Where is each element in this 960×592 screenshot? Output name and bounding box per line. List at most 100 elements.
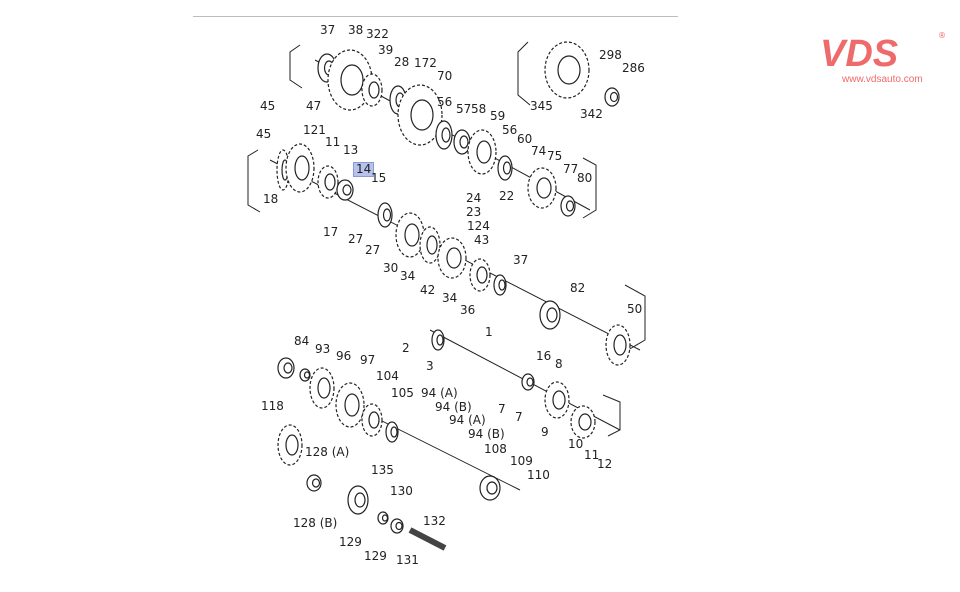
part-label-109[interactable]: 109 xyxy=(510,454,533,468)
part-label-43[interactable]: 43 xyxy=(474,233,490,247)
part-label-38[interactable]: 38 xyxy=(348,23,364,37)
gear-bore xyxy=(344,393,360,417)
part-label-34[interactable]: 34 xyxy=(442,291,458,305)
part-label-342[interactable]: 342 xyxy=(580,107,603,121)
part-label-56[interactable]: 56 xyxy=(502,123,518,137)
part-label-9[interactable]: 9 xyxy=(541,425,549,439)
part-label-3[interactable]: 3 xyxy=(426,359,434,373)
gear-bore xyxy=(546,307,558,323)
part-label-94-A[interactable]: 94 (A) xyxy=(421,386,458,400)
part-label-23[interactable]: 23 xyxy=(466,205,482,219)
part-label-94-B[interactable]: 94 (B) xyxy=(468,427,505,441)
part-label-37[interactable]: 37 xyxy=(513,253,529,267)
logo-url[interactable]: www.vdsauto.com xyxy=(842,74,923,85)
part-label-18[interactable]: 18 xyxy=(263,192,279,206)
part-label-45[interactable]: 45 xyxy=(260,99,276,113)
part-label-131[interactable]: 131 xyxy=(396,553,419,567)
part-label-77[interactable]: 77 xyxy=(563,162,579,176)
part-label-128-A[interactable]: 128 (A) xyxy=(305,445,350,459)
part-label-82[interactable]: 82 xyxy=(570,281,586,295)
part-label-132[interactable]: 132 xyxy=(423,514,446,528)
part-label-11[interactable]: 11 xyxy=(584,448,600,462)
part-label-56[interactable]: 56 xyxy=(437,95,453,109)
part-label-27[interactable]: 27 xyxy=(365,243,381,257)
part-label-36[interactable]: 36 xyxy=(460,303,476,317)
part-label-1[interactable]: 1 xyxy=(485,325,493,339)
part-label-108[interactable]: 108 xyxy=(484,442,507,456)
part-label-104[interactable]: 104 xyxy=(376,369,399,383)
part-label-286[interactable]: 286 xyxy=(622,61,645,75)
part-label-84[interactable]: 84 xyxy=(294,334,310,348)
part-label-7[interactable]: 7 xyxy=(498,402,506,416)
gear-bore xyxy=(476,266,488,284)
part-label-121[interactable]: 121 xyxy=(303,123,326,137)
part-label-8[interactable]: 8 xyxy=(555,357,563,371)
part-label-27[interactable]: 27 xyxy=(348,232,364,246)
part-label-298[interactable]: 298 xyxy=(599,48,622,62)
part-label-70[interactable]: 70 xyxy=(437,69,453,83)
gear-bore xyxy=(578,413,592,431)
gear-bore xyxy=(381,514,389,522)
part-label-12[interactable]: 12 xyxy=(597,457,613,471)
gear-bore xyxy=(552,390,566,410)
part-label-135[interactable]: 135 xyxy=(371,463,394,477)
part-label-47[interactable]: 47 xyxy=(306,99,322,113)
part-label-11[interactable]: 11 xyxy=(325,135,341,149)
part-label-118[interactable]: 118 xyxy=(261,399,284,413)
part-label-7[interactable]: 7 xyxy=(515,410,523,424)
part-label-39[interactable]: 39 xyxy=(378,43,394,57)
part-label-172[interactable]: 172 xyxy=(414,56,437,70)
part-label-10[interactable]: 10 xyxy=(568,437,584,451)
part-label-80[interactable]: 80 xyxy=(577,171,593,185)
part-label-96[interactable]: 96 xyxy=(336,349,352,363)
gear-bore xyxy=(342,184,352,196)
part-label-93[interactable]: 93 xyxy=(315,342,331,356)
part-label-128-B[interactable]: 128 (B) xyxy=(293,516,338,530)
part-label-97[interactable]: 97 xyxy=(360,353,376,367)
part-label-124[interactable]: 124 xyxy=(467,219,490,233)
part-label-34[interactable]: 34 xyxy=(400,269,416,283)
part-label-94-B[interactable]: 94 (B) xyxy=(435,400,472,414)
part-label-37[interactable]: 37 xyxy=(320,23,336,37)
part-label-13[interactable]: 13 xyxy=(343,143,359,157)
part-label-15[interactable]: 15 xyxy=(371,171,387,185)
part-label-57[interactable]: 57 xyxy=(456,102,472,116)
part-label-345[interactable]: 345 xyxy=(530,99,553,113)
part-label-24[interactable]: 24 xyxy=(466,191,482,205)
bracket xyxy=(582,157,597,219)
part-label-42[interactable]: 42 xyxy=(420,283,436,297)
gear-bore xyxy=(404,223,420,247)
part-label-50[interactable]: 50 xyxy=(627,302,643,316)
gear-bore xyxy=(410,99,434,131)
gear-bore xyxy=(526,377,534,387)
gear-bore xyxy=(613,334,627,356)
part-label-22[interactable]: 22 xyxy=(499,189,515,203)
part-label-58[interactable]: 58 xyxy=(471,102,487,116)
part-label-28[interactable]: 28 xyxy=(394,55,410,69)
part-label-2[interactable]: 2 xyxy=(402,341,410,355)
part-label-105[interactable]: 105 xyxy=(391,386,414,400)
part-label-75[interactable]: 75 xyxy=(547,149,563,163)
gear-bore xyxy=(294,155,310,181)
part-label-322[interactable]: 322 xyxy=(366,27,389,41)
part-label-74[interactable]: 74 xyxy=(531,144,547,158)
part-label-60[interactable]: 60 xyxy=(517,132,533,146)
gear-bore xyxy=(441,127,451,143)
gear-bore xyxy=(395,521,403,531)
part-label-130[interactable]: 130 xyxy=(390,484,413,498)
gear-bore xyxy=(476,140,492,164)
part-label-110[interactable]: 110 xyxy=(527,468,550,482)
part-label-59[interactable]: 59 xyxy=(490,109,506,123)
part-label-129[interactable]: 129 xyxy=(339,535,362,549)
part-label-129[interactable]: 129 xyxy=(364,549,387,563)
part-label-30[interactable]: 30 xyxy=(383,261,399,275)
part-label-45[interactable]: 45 xyxy=(256,127,272,141)
part-label-17[interactable]: 17 xyxy=(323,225,339,239)
gear-bore xyxy=(368,81,380,99)
logo-mark: VDS xyxy=(820,33,898,75)
gear-bore xyxy=(436,334,444,346)
part-label-16[interactable]: 16 xyxy=(536,349,552,363)
part-label-94-A[interactable]: 94 (A) xyxy=(449,413,486,427)
part-label-14[interactable]: 14 xyxy=(353,162,375,177)
